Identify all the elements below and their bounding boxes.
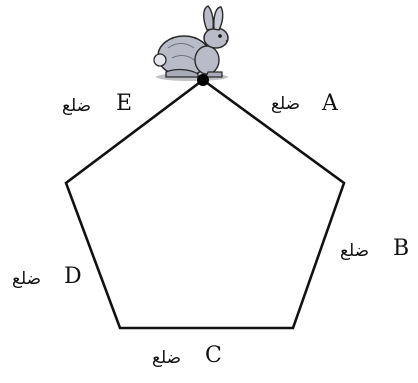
side-label-a: ضلع A: [271, 91, 339, 116]
side-letter-e: E: [116, 91, 132, 116]
side-label-c: ضلع C: [152, 343, 222, 368]
side-word-a: ضلع: [271, 94, 300, 114]
side-letter-c: C: [205, 343, 222, 368]
side-letter-a: A: [321, 91, 339, 116]
side-letter-d: D: [64, 264, 82, 289]
side-letter-b: B: [393, 236, 409, 261]
vertex-dot: [197, 74, 209, 86]
rabbit-icon: [153, 5, 229, 81]
side-word-d: ضلع: [12, 269, 41, 289]
side-label-b: ضلع B: [340, 236, 409, 261]
side-word-c: ضلع: [152, 348, 181, 368]
side-word-e: ضلع: [62, 96, 91, 116]
side-label-e: ضلع E: [62, 91, 132, 116]
pentagon-outline: [64, 78, 346, 330]
side-label-d: ضلع D: [12, 264, 82, 289]
side-word-b: ضلع: [340, 241, 369, 261]
